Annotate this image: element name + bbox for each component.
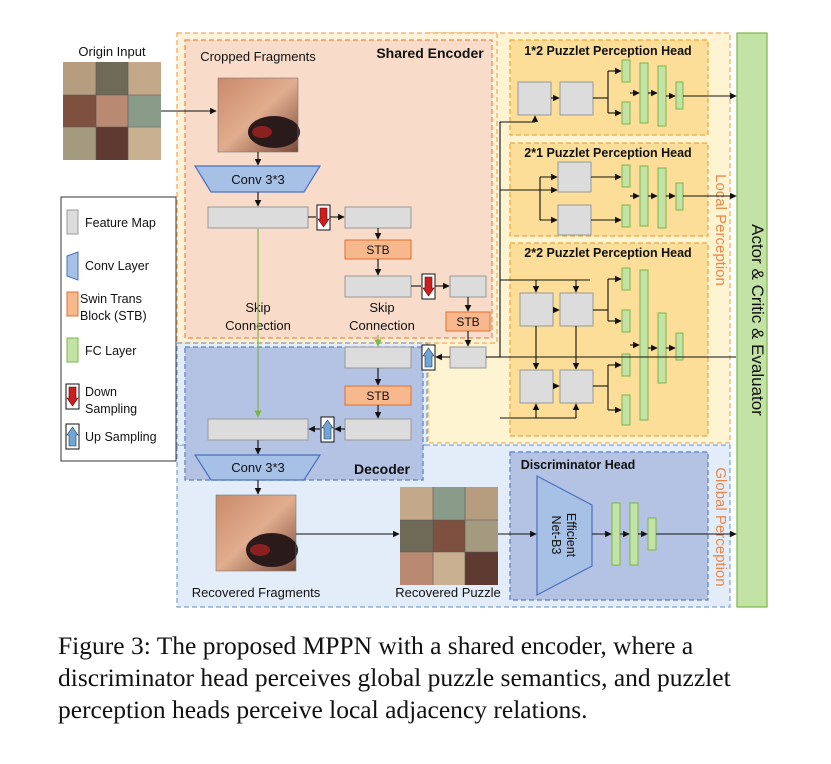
recovered-fragments-image — [215, 494, 298, 572]
head-2x2-feature-maps — [519, 292, 594, 404]
mppn-diagram: Origin Input Cropped Fragments Shared En… — [60, 32, 768, 608]
head-2x1-label: 2*1 Puzzlet Perception Head — [524, 146, 691, 160]
legend: Feature Map Conv Layer Swin Trans Block … — [60, 196, 177, 462]
stb-enc-1-label: STB — [366, 243, 389, 257]
legend-fc-layer: FC Layer — [85, 344, 136, 358]
feature-map-dec-3 — [207, 418, 309, 441]
feature-map-enc-1 — [207, 206, 309, 229]
shared-encoder-label: Shared Encoder — [376, 45, 484, 61]
conv-top-label: Conv 3*3 — [231, 172, 284, 187]
head-2x2-box — [509, 242, 709, 437]
flow-arrows — [161, 67, 737, 538]
legend-down-arrow — [65, 383, 80, 410]
stb-dec-label: STB — [366, 389, 389, 403]
efficient-net-line2: Net-B3 — [549, 516, 563, 555]
discriminator-head-label: Discriminator Head — [521, 458, 636, 472]
head-2x2-label: 2*2 Puzzlet Perception Head — [524, 246, 691, 260]
feature-map-dec-2 — [344, 418, 412, 441]
down-sampling-2 — [421, 273, 436, 300]
actor-critic-label: Actor & Critic & Evaluator — [748, 224, 767, 416]
origin-input-image — [63, 62, 161, 160]
legend-feature-map-swatch — [66, 209, 79, 235]
conv-bottom-label: Conv 3*3 — [231, 460, 284, 475]
head-1x2-label: 1*2 Puzzlet Perception Head — [524, 44, 691, 58]
cropped-fragments-label: Cropped Fragments — [200, 49, 316, 64]
legend-conv-layer: Conv Layer — [85, 259, 149, 273]
feature-map-enc-3 — [344, 275, 412, 298]
legend-conv-swatch — [66, 251, 79, 281]
legend-fc-swatch — [66, 337, 79, 363]
head-2x1-feature-maps — [557, 161, 592, 236]
legend-down-line1: Down — [85, 385, 117, 399]
head-1x2-feature-maps — [517, 81, 594, 116]
local-perception-label: Local Perception — [712, 174, 729, 286]
skip-connection-2-line2: Connection — [349, 318, 415, 333]
up-sampling-1 — [421, 344, 436, 371]
shared-encoder-region — [176, 32, 498, 344]
cropped-fragments-image — [217, 77, 300, 153]
legend-up-arrow — [65, 423, 80, 450]
recovered-puzzle-image — [400, 487, 498, 585]
skip-connection-2-line1: Skip — [369, 300, 394, 315]
conv-bottom — [193, 454, 322, 481]
decoder-label: Decoder — [354, 461, 411, 477]
down-sampling-1 — [316, 204, 331, 231]
legend-swin-line1: Swin Trans — [80, 292, 142, 306]
conv-top — [193, 165, 322, 193]
recovered-puzzle-label: Recovered Puzzle — [395, 585, 501, 600]
efficient-net — [536, 475, 593, 596]
feature-map-bottleneck — [449, 346, 487, 369]
legend-down-line2: Sampling — [85, 402, 137, 416]
legend-feature-map: Feature Map — [85, 216, 156, 230]
feature-map-enc-2 — [344, 206, 412, 229]
recovered-fragments-label: Recovered Fragments — [192, 585, 321, 600]
feature-map-enc-4 — [449, 275, 487, 298]
feature-map-dec-1 — [344, 346, 412, 369]
legend-stb-swatch — [66, 291, 79, 317]
global-perception-label: Global Perception — [712, 467, 729, 586]
legend-up-sampling: Up Sampling — [85, 430, 157, 444]
efficient-net-line1: Efficient — [564, 513, 578, 558]
origin-input-label: Origin Input — [78, 44, 146, 59]
up-sampling-2 — [320, 416, 335, 443]
skip-connection-arrows — [254, 229, 382, 418]
legend-swin-line2: Block (STB) — [80, 309, 147, 323]
actor-critic-bar — [736, 32, 768, 608]
figure-caption: Figure 3: The proposed MPPN with a share… — [58, 631, 731, 724]
stb-enc-2-label: STB — [456, 315, 479, 329]
